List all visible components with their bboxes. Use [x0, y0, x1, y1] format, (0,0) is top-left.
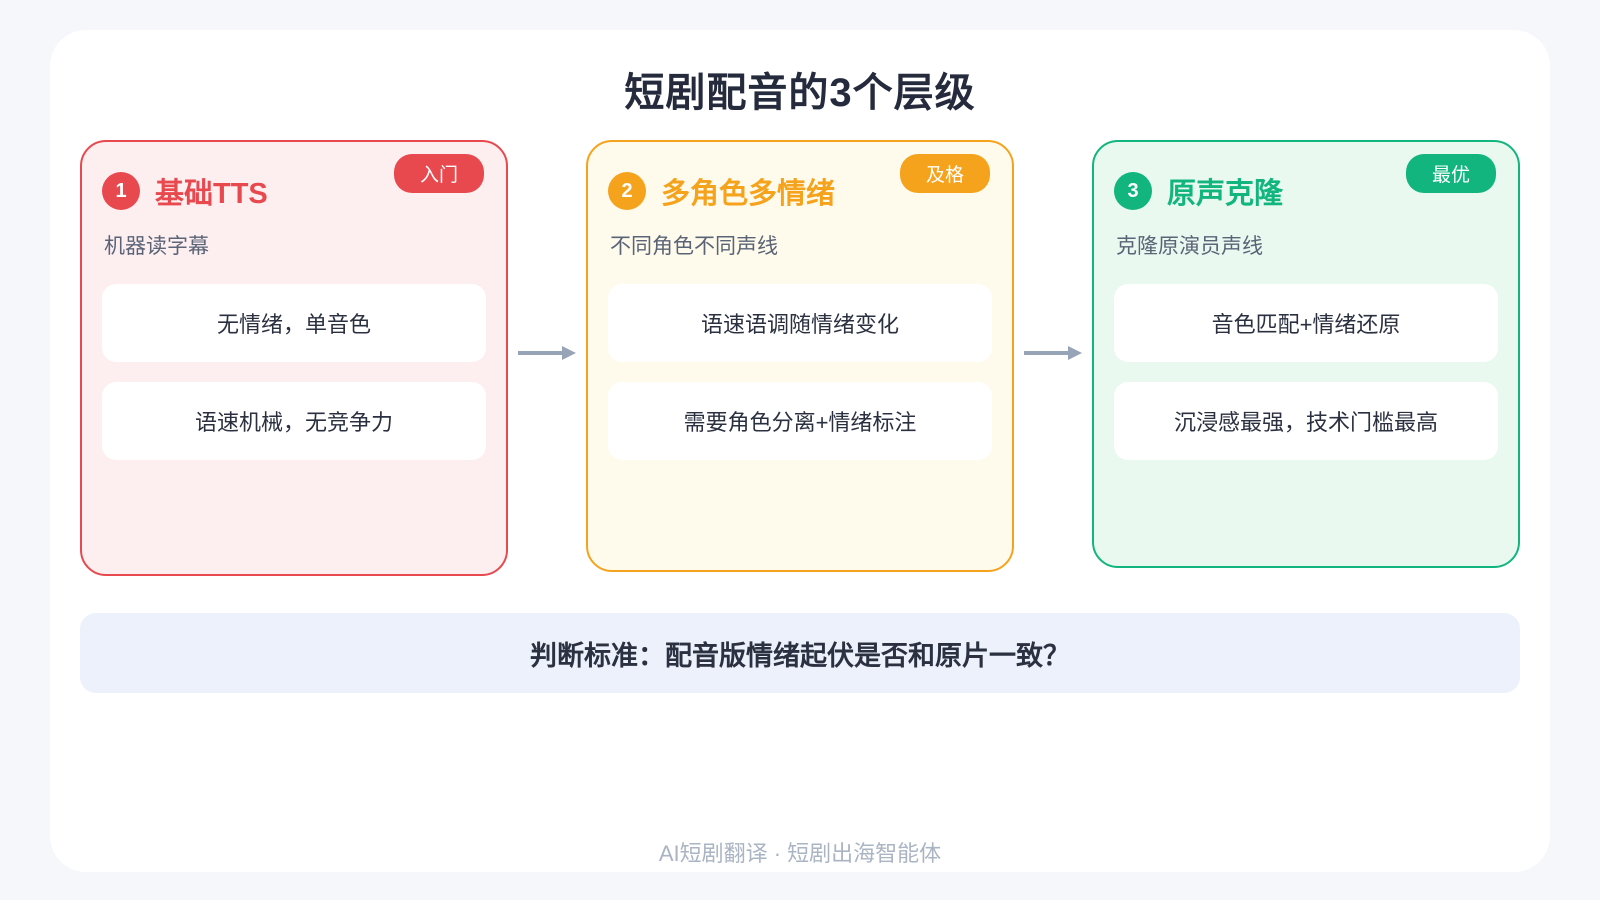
level-number-icon: 1 [102, 172, 140, 210]
card-subtitle: 不同角色不同声线 [610, 235, 778, 258]
page-title: 短剧配音的3个层级 [624, 71, 976, 115]
level-number-icon: 3 [1114, 172, 1152, 210]
judgement-criteria-banner: 判断标准：配音版情绪起伏是否和原片一致？ [80, 613, 1520, 693]
flow-arrow-1 [516, 140, 578, 576]
card-items: 无情绪，单音色 语速机械，无竞争力 [102, 284, 486, 460]
arrow-right-icon [518, 346, 576, 360]
arrow-right-icon [1024, 346, 1082, 360]
card-item: 沉浸感最强，技术门槛最高 [1114, 382, 1498, 460]
card-item: 需要角色分离+情绪标注 [608, 382, 992, 460]
level-badge: 最优 [1405, 154, 1496, 193]
card-item: 音色匹配+情绪还原 [1114, 284, 1498, 362]
card-header: 3 原声克隆 [1114, 170, 1498, 212]
flow-arrow-2 [1022, 140, 1084, 576]
card-item: 语速语调随情绪变化 [608, 284, 992, 362]
card-multi-role-emotion: 及格 2 多角色多情绪 不同角色不同声线 语速语调随情绪变化 需要角色分离+情绪… [586, 140, 1014, 572]
card-header: 1 基础TTS [102, 170, 486, 212]
card-item: 语速机械，无竞争力 [102, 382, 486, 460]
level-number-icon: 2 [608, 172, 646, 210]
footer-watermark: AI短剧翻译 · 短剧出海智能体 [658, 841, 942, 866]
level-badge: 入门 [393, 154, 484, 193]
card-subtitle: 机器读字幕 [104, 235, 209, 258]
level-badge: 及格 [899, 154, 990, 193]
card-items: 语速语调随情绪变化 需要角色分离+情绪标注 [608, 284, 992, 460]
card-title: 基础TTS [155, 178, 268, 210]
card-items: 音色匹配+情绪还原 沉浸感最强，技术门槛最高 [1114, 284, 1498, 460]
main-panel: 短剧配音的3个层级 入门 1 基础TTS 机器读字幕 无情绪，单音色 语速机械，… [50, 30, 1550, 872]
card-title: 原声克隆 [1167, 178, 1284, 210]
card-title: 多角色多情绪 [661, 178, 836, 210]
card-item: 无情绪，单音色 [102, 284, 486, 362]
card-subtitle: 克隆原演员声线 [1116, 235, 1263, 258]
card-basic-tts: 入门 1 基础TTS 机器读字幕 无情绪，单音色 语速机械，无竞争力 [80, 140, 508, 576]
levels-row: 入门 1 基础TTS 机器读字幕 无情绪，单音色 语速机械，无竞争力 及格 2 … [80, 140, 1520, 576]
card-voice-clone: 最优 3 原声克隆 克隆原演员声线 音色匹配+情绪还原 沉浸感最强，技术门槛最高 [1092, 140, 1520, 568]
card-header: 2 多角色多情绪 [608, 170, 992, 212]
